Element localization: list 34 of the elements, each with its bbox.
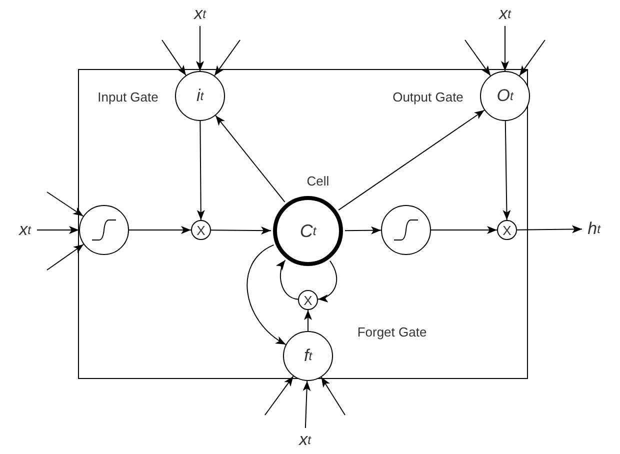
- multiply-circle: X: [497, 220, 517, 240]
- arrow: [46, 244, 84, 270]
- arrow: [304, 310, 312, 332]
- multiply-circle: X: [191, 220, 211, 240]
- activation-circle: [381, 205, 431, 255]
- arrow: [338, 110, 485, 211]
- arrow: [128, 226, 192, 234]
- arrow: [196, 120, 205, 220]
- node-caption: Forget Gate: [357, 324, 427, 340]
- multiply-circle: X: [298, 290, 318, 310]
- arrow: [317, 260, 338, 302]
- node-caption: Output Gate: [392, 90, 464, 104]
- arrow: [464, 40, 491, 76]
- arrow: [501, 26, 509, 72]
- node-caption: Cell: [306, 174, 330, 188]
- arrow: [215, 115, 286, 203]
- arrow: [162, 40, 186, 76]
- arrow: [276, 260, 299, 300]
- arrow: [502, 120, 511, 220]
- arrow: [36, 226, 80, 234]
- arrow: [516, 225, 582, 234]
- arrow: [210, 226, 272, 235]
- arrow: [320, 376, 346, 416]
- arrow: [302, 380, 311, 428]
- arrow: [264, 376, 294, 416]
- arrow: [344, 226, 382, 234]
- arrow: [430, 226, 498, 234]
- arrow: [46, 192, 84, 217]
- arrow: [519, 40, 546, 76]
- arrow: [246, 244, 286, 346]
- activation-circle: [79, 205, 129, 255]
- arrow: [196, 26, 204, 72]
- arrow: [214, 40, 240, 76]
- node-caption: Input Gate: [98, 90, 158, 104]
